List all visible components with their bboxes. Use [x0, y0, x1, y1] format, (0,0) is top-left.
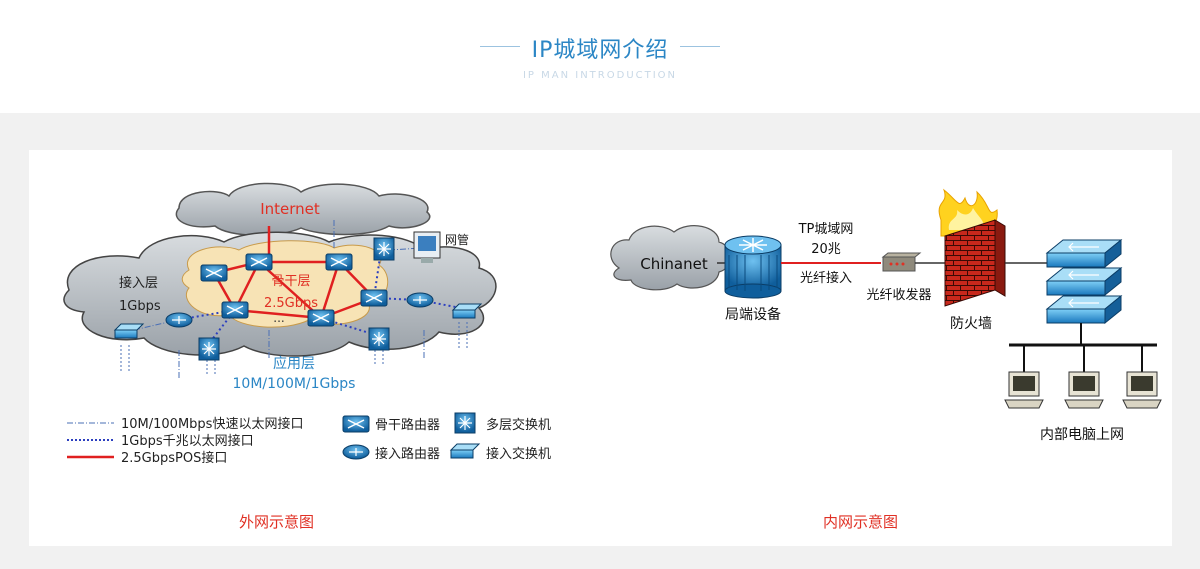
- access-switch-icon: [1045, 238, 1123, 269]
- local-router-icon: [724, 235, 782, 299]
- legend-label-backbone-router: 骨干路由器: [375, 417, 440, 433]
- legend-label-access-switch: 接入交换机: [486, 446, 551, 462]
- access-switch-icon: [449, 443, 481, 459]
- title-left-rule: [479, 46, 520, 47]
- backbone-router-icon: [360, 289, 388, 307]
- access-router-icon: [165, 312, 193, 328]
- legend-label-gigabit: 1Gbps千兆以太网接口: [121, 433, 254, 449]
- access-switch-icon: [113, 323, 145, 339]
- page-title: IP城域网介绍: [479, 32, 721, 64]
- title-right-rule: [680, 46, 721, 47]
- access-switch-icon: [1045, 294, 1123, 325]
- backbone-router-icon: [342, 415, 370, 433]
- backbone-router-icon: [200, 264, 228, 282]
- access-speed-label: 1Gbps: [119, 299, 161, 314]
- access-router-icon: [342, 444, 370, 460]
- internet-cloud: Internet: [175, 182, 431, 236]
- access-layer-label: 接入层: [119, 275, 158, 291]
- backbone-router-icon: [325, 253, 353, 271]
- page-header: IP城域网介绍 IP MAN INTRODUCTION: [0, 0, 1200, 113]
- multilayer-switch-icon: [454, 412, 476, 434]
- legend-label-pos: 2.5GbpsPOS接口: [121, 450, 227, 466]
- backbone-ellipsis: ...: [273, 311, 284, 325]
- page-title-text: IP城域网介绍: [531, 38, 669, 63]
- legend-lines: 10M/100Mbps快速以太网接口 1Gbps千兆以太网接口 2.5GbpsP…: [67, 416, 303, 466]
- page-subtitle: IP MAN INTRODUCTION: [522, 70, 678, 81]
- firewall-label: 防火墙: [950, 316, 992, 332]
- diagram-card: Internet: [29, 150, 1172, 546]
- internet-label: Internet: [260, 200, 320, 218]
- network-diagrams: Internet: [63, 182, 1162, 466]
- access-router-icon: [406, 292, 434, 308]
- transceiver-label: 光纤收发器: [866, 287, 931, 303]
- inner-network-diagram: Chinanet 局端设备 TP城域网 20兆 光纤接入: [610, 188, 1162, 443]
- backbone-router-icon: [245, 253, 273, 271]
- internal-pcs-label: 内部电脑上网: [1040, 427, 1124, 443]
- firewall-icon: [938, 188, 1006, 307]
- app-speed-label: 10M/100M/1Gbps: [233, 376, 356, 392]
- outer-network-caption: 外网示意图: [239, 513, 315, 531]
- chinanet-label: Chinanet: [640, 255, 708, 273]
- outer-network-diagram: Internet: [63, 182, 551, 466]
- fiber-access-label: 光纤接入: [800, 270, 852, 286]
- nms-computer-icon: 网管: [413, 231, 469, 263]
- access-switch-icon: [451, 303, 483, 319]
- fiber-transceiver-icon: [881, 252, 922, 272]
- backbone-speed-label: 2.5Gbps: [264, 296, 318, 311]
- legend-icons: 骨干路由器 多层交换机 接入路由器 接入交换机: [342, 412, 551, 462]
- tp-metro-label: TP城域网: [798, 222, 854, 237]
- legend-label-fast-ethernet: 10M/100Mbps快速以太网接口: [121, 416, 303, 432]
- backbone-router-icon: [307, 309, 335, 327]
- tp-bandwidth-label: 20兆: [811, 242, 841, 257]
- multilayer-switch-icon: [198, 337, 220, 361]
- inner-network-caption: 内网示意图: [823, 513, 899, 531]
- nms-label: 网管: [445, 232, 469, 247]
- pc-icon: [1122, 371, 1162, 409]
- legend-label-multilayer-switch: 多层交换机: [486, 417, 551, 433]
- chinanet-cloud: Chinanet: [610, 225, 731, 291]
- multilayer-switch-icon: [368, 327, 390, 351]
- pc-icon: [1064, 371, 1104, 409]
- app-layer-label: 应用层: [273, 355, 315, 372]
- legend-label-access-router: 接入路由器: [375, 446, 440, 462]
- backbone-router-icon: [221, 301, 249, 319]
- switch-stack-icon: [1045, 238, 1123, 325]
- pc-icon: [1004, 371, 1044, 409]
- backbone-layer-label: 骨干层: [271, 274, 310, 289]
- multilayer-switch-icon: [373, 237, 395, 261]
- access-switch-icon: [1045, 266, 1123, 297]
- local-device-label: 局端设备: [725, 306, 781, 323]
